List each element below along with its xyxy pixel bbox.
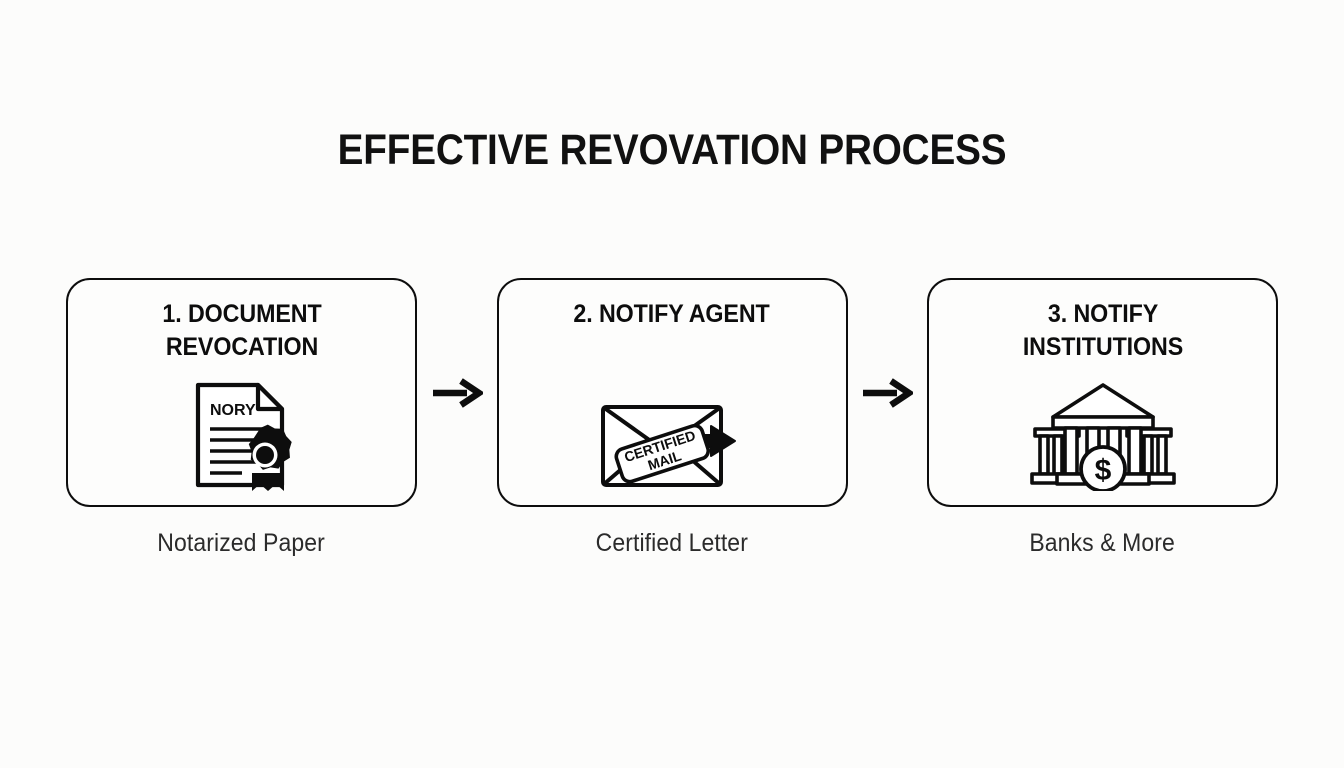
step-caption: Certified Letter	[595, 529, 749, 557]
step-icon: $	[929, 379, 1276, 491]
document-icon-label: NORY	[210, 402, 256, 419]
step-caption: Banks & More	[1029, 529, 1176, 557]
notarized-document-icon: NORY	[195, 382, 292, 491]
step-icon: NORY	[68, 379, 415, 491]
bank-building-icon: $	[1029, 383, 1176, 491]
step-card[interactable]: 1. DOCUMENT REVOCATION NORY	[66, 278, 417, 507]
process-flow: 1. DOCUMENT REVOCATION NORY	[66, 278, 1278, 563]
step-1-document-revocation[interactable]: 1. DOCUMENT REVOCATION NORY	[66, 278, 417, 558]
step-title: 3. NOTIFY INSTITUTIONS	[1022, 300, 1183, 361]
dollar-sign-icon: $	[1094, 454, 1111, 487]
step-2-notify-agent[interactable]: 2. NOTIFY AGENT	[496, 278, 848, 558]
step-3-notify-institutions[interactable]: 3. NOTIFY INSTITUTIONS	[927, 278, 1278, 558]
step-card[interactable]: 2. NOTIFY AGENT	[496, 278, 848, 507]
step-title: 1. DOCUMENT REVOCATION	[161, 300, 322, 361]
page-title: EFFECTIVE REVOVATION PROCESS	[337, 126, 1007, 174]
step-icon: CERTIFIED MAIL	[499, 379, 846, 491]
arrow-right-icon	[863, 377, 914, 408]
connector-arrow-1	[424, 278, 490, 507]
certified-mail-envelope-icon: CERTIFIED MAIL	[601, 405, 736, 487]
arrow-right-icon	[432, 377, 483, 408]
step-card[interactable]: 3. NOTIFY INSTITUTIONS	[927, 278, 1278, 507]
step-caption: Notarized Paper	[157, 529, 326, 557]
connector-arrow-2	[854, 278, 920, 507]
step-title: 2. NOTIFY AGENT	[573, 300, 771, 328]
